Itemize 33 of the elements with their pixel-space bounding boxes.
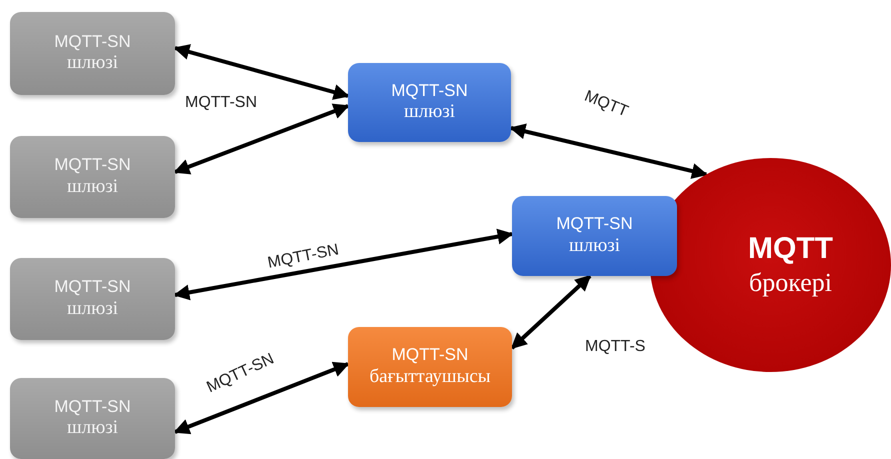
gateway-box <box>10 136 175 218</box>
node-title: MQTT-SN <box>391 80 468 102</box>
node-subtitle: шлюзі <box>66 417 118 440</box>
node-subtitle: шлюзі <box>404 101 456 124</box>
node-subtitle: шлюзі <box>66 298 118 321</box>
node-title: MQTT-SN <box>54 32 131 52</box>
node-title: MQTT-SN <box>54 277 131 298</box>
double-arrow <box>510 274 592 350</box>
double-arrow <box>173 228 514 300</box>
node-subtitle: брокері <box>749 267 832 299</box>
edge-label: MQTT <box>582 88 630 122</box>
double-arrow <box>509 124 708 179</box>
node-title: MQTT-SN <box>556 214 633 235</box>
edge-label: MQTT-S <box>585 338 646 356</box>
node-subtitle: шлюзі <box>66 176 118 199</box>
gateway-box <box>10 258 175 340</box>
gateway-box <box>10 12 175 95</box>
double-arrow <box>174 362 350 434</box>
double-arrow <box>173 44 350 100</box>
node-subtitle: шлюзі <box>66 52 118 76</box>
node-title: MQTT-SN <box>54 396 131 418</box>
gateway-box <box>512 196 677 276</box>
broker-title: MQTT <box>748 231 833 268</box>
node-subtitle: шлюзі <box>568 234 620 258</box>
node-title: MQTT-SN <box>392 345 468 366</box>
gateway-box <box>10 378 175 459</box>
double-arrow <box>174 104 350 174</box>
node-title: MQTT-SN <box>54 155 131 176</box>
gateway-box <box>348 63 511 142</box>
node-subtitle: бағыттаушысы <box>369 366 491 389</box>
edge-label: MQTT-SN <box>266 241 340 273</box>
gateway-box <box>348 327 512 407</box>
protocol-label: MQTT-SN <box>185 94 257 112</box>
